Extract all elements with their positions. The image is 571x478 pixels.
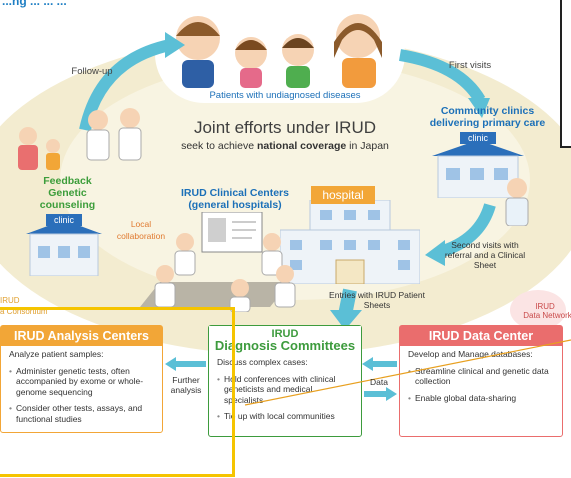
center-subtitle: seek to achieve national coverage in Jap…: [150, 140, 420, 152]
partial-header-title: ...ng ... ... ...: [2, 0, 67, 8]
data-network-label-1: IRUD: [535, 302, 555, 311]
data-center-title: IRUD Data Center: [400, 326, 562, 346]
first-visits-arrowhead: [468, 98, 490, 118]
diagnosis-intro: Discuss complex cases:: [217, 357, 308, 367]
entries-arrowhead: [330, 310, 362, 330]
second-visits-arrowhead: [425, 240, 445, 266]
data-center-item: Enable global data-sharing: [408, 393, 554, 404]
doctors-meeting-illustration: [140, 211, 296, 313]
analysis-centers-title: IRUD Analysis Centers: [1, 326, 162, 346]
subtitle-bold: national coverage: [256, 140, 347, 152]
clinic-house-illustration: [432, 140, 524, 199]
follow-up-label: Follow-up: [71, 66, 113, 77]
diagnosis-title-2: Diagnosis Committees: [214, 338, 356, 353]
overlay-panel: [560, 0, 571, 148]
hospital-sign: hospital: [311, 186, 375, 204]
local-clinic-illustration: [26, 220, 102, 277]
diagnosis-item: Hold conferences with clinical geneticis…: [217, 374, 353, 406]
analysis-centers-body: Analyze patient samples: Administer gene…: [1, 346, 162, 427]
diagnosis-items-list: Hold conferences with clinical geneticis…: [217, 374, 353, 422]
diagnosis-title-1: IRUD: [271, 328, 299, 340]
second-visits-label: Second visits with referral and a Clinic…: [444, 240, 526, 270]
analysis-item: Consider other tests, assays, and functi…: [9, 403, 154, 424]
center-title: Joint efforts under IRUD: [193, 118, 377, 137]
diagnosis-committees-body: Discuss complex cases: Hold conferences …: [209, 354, 361, 425]
pointer-line: [244, 339, 571, 406]
patients-illustration: [168, 8, 398, 88]
data-center-items-list: Streamline clinical and genetic data col…: [408, 366, 554, 404]
data-center-item: Streamline clinical and genetic data col…: [408, 366, 554, 387]
analysis-items-list: Administer genetic tests, often accompan…: [9, 366, 154, 425]
feedback-people-illustration: [8, 100, 148, 170]
entries-label: Entries with IRUD Patient Sheets: [329, 290, 425, 310]
consortium-label: a Consortium: [0, 307, 48, 316]
analysis-centers-box: IRUD Analysis Centers Analyze patient sa…: [0, 325, 163, 433]
follow-up-arrowhead: [165, 32, 185, 58]
data-center-intro: Develop and Manage databases:: [408, 349, 533, 359]
data-arrow-right: [364, 387, 397, 401]
data-network-circle: [510, 290, 566, 330]
hospital-illustration: [279, 199, 421, 285]
hospital-building: [279, 199, 421, 285]
first-visits-label: First visits: [448, 60, 492, 71]
data-arrow-left: [362, 357, 397, 371]
conference-illustration: [140, 211, 300, 313]
data-label: Data: [370, 377, 388, 387]
local-collaboration-label: Local collaboration: [116, 219, 166, 241]
community-clinic-building: [432, 140, 524, 199]
diagnosis-item: Tie up with local communities: [217, 411, 353, 422]
subtitle-post: in Japan: [346, 140, 389, 152]
local-clinic-sign: clinic: [46, 214, 82, 226]
analysis-intro: Analyze patient samples:: [9, 349, 104, 359]
community-clinics-label: Community clinics delivering primary car…: [429, 105, 546, 129]
analysis-item: Administer genetic tests, often accompan…: [9, 366, 154, 398]
counseling-illustration: [18, 108, 142, 170]
patients-caption: Patients with undiagnosed diseases: [209, 90, 361, 101]
further-analysis-label: Further analysis: [170, 375, 202, 395]
further-analysis-arrow: [165, 357, 206, 371]
nurse-illustration: [502, 176, 532, 227]
nurse-figure: [505, 178, 529, 227]
feedback-label: Feedback Genetic counseling: [39, 175, 96, 211]
data-center-body: Develop and Manage databases: Streamline…: [400, 346, 562, 406]
clinical-centers-label: IRUD Clinical Centers (general hospitals…: [181, 187, 289, 211]
local-clinic-building: [26, 220, 102, 277]
irud-small-label: IRUD: [0, 296, 20, 305]
community-clinic-sign: clinic: [460, 132, 496, 144]
data-center-box: IRUD Data Center Develop and Manage data…: [399, 325, 563, 437]
highlight-frame: [0, 307, 235, 477]
subtitle-pre: seek to achieve: [181, 140, 257, 152]
data-network-label-2: Data Network: [523, 311, 571, 320]
family-illustration: [176, 14, 382, 88]
